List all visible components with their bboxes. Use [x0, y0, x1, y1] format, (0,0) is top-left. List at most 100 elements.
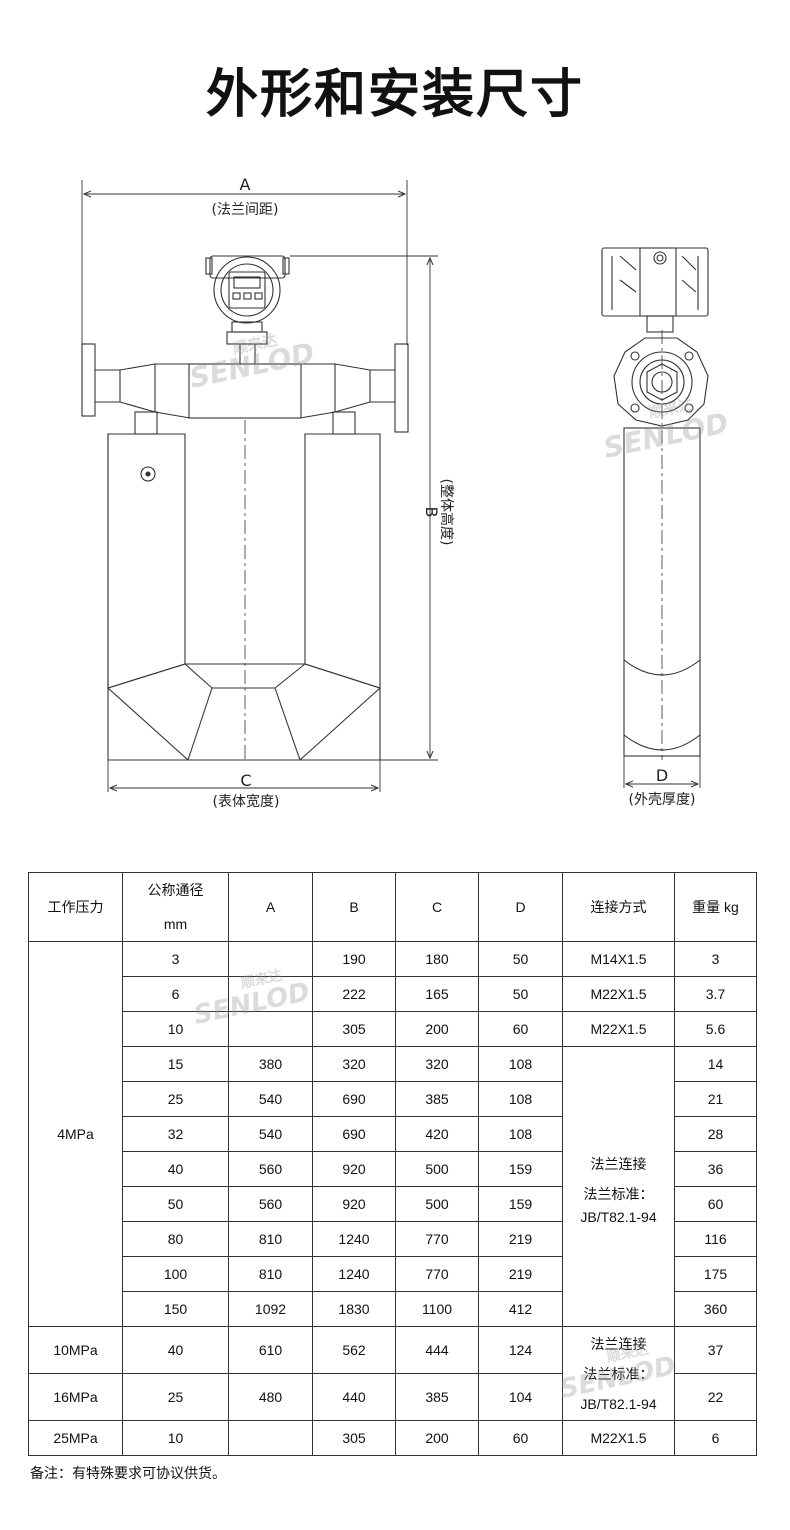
front-view: [81, 180, 438, 792]
dim-d-label: D: [656, 766, 668, 785]
cell-c: 385: [395, 1081, 479, 1117]
page-title: 外形和安装尺寸: [205, 65, 584, 125]
cell-dn: 3: [122, 941, 229, 977]
cell-c: 200: [395, 1011, 479, 1047]
cell-a: 560: [228, 1186, 313, 1222]
table-row: 50 560 920 500 159 60: [29, 1186, 757, 1222]
cell-b: 305: [312, 1420, 396, 1456]
conn-flange-line2: 法兰标准：: [583, 1185, 654, 1202]
cell-a: [228, 941, 313, 977]
dim-a-label: A: [240, 175, 251, 194]
side-view: [601, 247, 709, 788]
table-row: 25MPa 10 305 200 60 M22X1.5 6: [28, 1420, 757, 1456]
cell-weight: 3.7: [674, 976, 757, 1012]
cell-weight: 22: [674, 1373, 757, 1421]
table-row: 15 380 320 320 108 法兰连接 法兰标准： JB/T82.1-9…: [29, 1046, 757, 1327]
cell-c: 770: [395, 1256, 479, 1292]
cell-c: 770: [395, 1221, 479, 1257]
cell-conn: M22X1.5: [562, 976, 675, 1012]
cell-c: 320: [395, 1046, 479, 1082]
cell-dn: 100: [122, 1256, 229, 1292]
cell-d: 104: [478, 1373, 563, 1421]
cell-b: 305: [312, 1011, 396, 1047]
spec-table: 工作压力 公称通径 mm A B C D 连接方式 重量 kg 4MPa 3 1…: [28, 872, 757, 1456]
cell-a: 540: [228, 1081, 313, 1117]
cell-weight: 116: [674, 1221, 757, 1257]
cell-a: [228, 1011, 313, 1047]
cell-conn: M22X1.5: [562, 1420, 675, 1456]
cell-c: 180: [395, 941, 479, 977]
dim-d-desc: (外壳厚度): [629, 791, 696, 808]
cell-a: 1092: [228, 1291, 313, 1327]
cell-weight: 36: [674, 1151, 757, 1187]
cell-d: 60: [478, 1420, 563, 1456]
cell-d: 219: [478, 1221, 563, 1257]
cell-c: 165: [395, 976, 479, 1012]
cell-b: 1240: [312, 1256, 396, 1292]
cell-b: 190: [312, 941, 396, 977]
cell-weight: 37: [674, 1326, 757, 1374]
cell-dn: 6: [122, 976, 229, 1012]
table-row: 4MPa 3 190 180 50 M14X1.5 3: [28, 941, 757, 1327]
dim-a-desc: (法兰间距): [212, 202, 279, 218]
cell-c: 1100: [395, 1291, 479, 1327]
table-row: 40 560 920 500 159 36: [29, 1151, 757, 1187]
cell-c: 500: [395, 1151, 479, 1187]
header-pressure: 工作压力: [28, 872, 123, 942]
cell-dn: 80: [122, 1221, 229, 1257]
cell-a: 610: [228, 1326, 313, 1374]
cell-conn-flange-2: 法兰连接 法兰标准： JB/T82.1-94: [562, 1326, 675, 1421]
cell-weight: 14: [674, 1046, 757, 1082]
dim-c-desc: (表体宽度): [213, 793, 280, 810]
cell-a: 810: [228, 1256, 313, 1292]
dimension-drawing: A (法兰间距) C (表体宽度) D (外壳厚度) B (整体高度) 顺来达 …: [81, 175, 731, 810]
cell-b: 690: [312, 1081, 396, 1117]
header-dn: 公称通径 mm: [122, 872, 229, 942]
header-dn-line1: 公称通径: [147, 882, 204, 898]
conn-flange-line1: 法兰连接: [590, 1335, 647, 1352]
cell-d: 412: [478, 1291, 563, 1327]
cell-dn: 50: [122, 1186, 229, 1222]
cell-d: 108: [478, 1116, 563, 1152]
table-row: 16MPa 25 480 440 385 104 22: [28, 1373, 757, 1421]
cell-dn: 32: [122, 1116, 229, 1152]
table-header-row: 工作压力 公称通径 mm A B C D 连接方式 重量 kg: [28, 872, 757, 942]
cell-a: [228, 976, 313, 1012]
cell-conn: M14X1.5: [562, 941, 675, 977]
header-d: D: [478, 872, 563, 942]
cell-d: 108: [478, 1081, 563, 1117]
dim-c-label: C: [240, 771, 251, 790]
cell-c: 420: [395, 1116, 479, 1152]
cell-weight: 360: [674, 1291, 757, 1327]
cell-dn: 25: [122, 1081, 229, 1117]
pressure-16mpa: 16MPa: [28, 1373, 123, 1421]
cell-b: 440: [312, 1373, 396, 1421]
cell-c: 444: [395, 1326, 479, 1374]
cell-b: 222: [312, 976, 396, 1012]
conn-flange-line1: 法兰连接: [590, 1155, 647, 1172]
cell-weight: 3: [674, 941, 757, 977]
header-a: A: [228, 872, 313, 942]
cell-weight: 175: [674, 1256, 757, 1292]
cell-dn: 40: [122, 1151, 229, 1187]
pressure-25mpa: 25MPa: [28, 1420, 123, 1456]
cell-a: 560: [228, 1151, 313, 1187]
cell-weight: 28: [674, 1116, 757, 1152]
cell-b: 920: [312, 1151, 396, 1187]
cell-b: 320: [312, 1046, 396, 1082]
cell-b: 1830: [312, 1291, 396, 1327]
cell-d: 219: [478, 1256, 563, 1292]
dim-b-desc: (整体高度): [438, 479, 455, 546]
cell-b: 690: [312, 1116, 396, 1152]
cell-b: 1240: [312, 1221, 396, 1257]
table-row: 150 1092 1830 1100 412 360: [29, 1291, 757, 1327]
cell-d: 159: [478, 1151, 563, 1187]
table-row: 25 540 690 385 108 21: [29, 1081, 757, 1117]
pressure-10mpa: 10MPa: [28, 1326, 123, 1374]
cell-weight: 60: [674, 1186, 757, 1222]
header-weight: 重量 kg: [674, 872, 757, 942]
cell-dn: 10: [122, 1011, 229, 1047]
cell-a: 480: [228, 1373, 313, 1421]
header-dn-line2: mm: [163, 916, 188, 932]
cell-a: [228, 1420, 313, 1456]
